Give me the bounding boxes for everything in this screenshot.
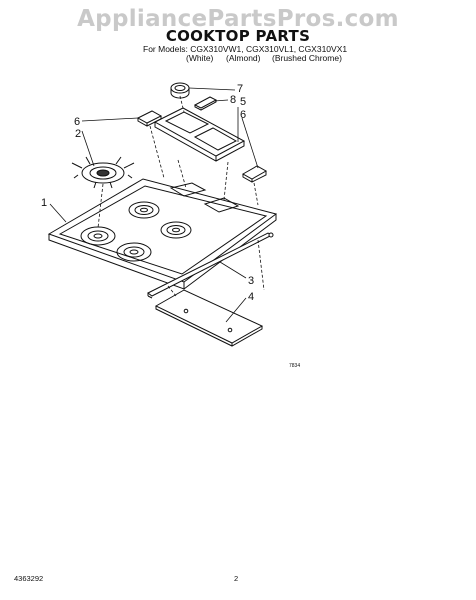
site-watermark: AppliancePartsPros.com [77, 6, 399, 32]
bottom-panel [154, 289, 264, 347]
burner-grate [71, 156, 135, 189]
callout-1: 1 [41, 197, 47, 209]
variant-white: (White) [186, 53, 214, 63]
callout-7: 7 [237, 83, 243, 95]
variant-almond: (Almond) [226, 53, 261, 63]
page-number: 2 [234, 574, 239, 583]
diagram-code: 7834 [289, 363, 301, 369]
vent-assembly [153, 107, 246, 162]
cap-knob [170, 82, 190, 99]
cooktop-surface [47, 178, 278, 290]
variant-brushed-chrome: (Brushed Chrome) [272, 53, 342, 63]
callout-3: 3 [248, 275, 254, 287]
callout-5: 5 [240, 96, 246, 108]
callout-8: 8 [230, 94, 236, 106]
trim-end-cap-left [136, 110, 163, 127]
callout-2: 2 [75, 128, 81, 140]
callout-4: 4 [248, 291, 254, 303]
callout-6-left: 6 [74, 116, 80, 128]
page-title: COOKTOP PARTS [165, 27, 311, 45]
callout-6-right: 6 [240, 109, 246, 121]
small-bracket [193, 96, 218, 111]
front-trim-strip [147, 232, 274, 299]
document-number: 4363292 [14, 574, 44, 583]
models-line: For Models: CGX310VW1, CGX310VL1, CGX310… [143, 44, 348, 54]
trim-end-cap-right [241, 165, 268, 183]
